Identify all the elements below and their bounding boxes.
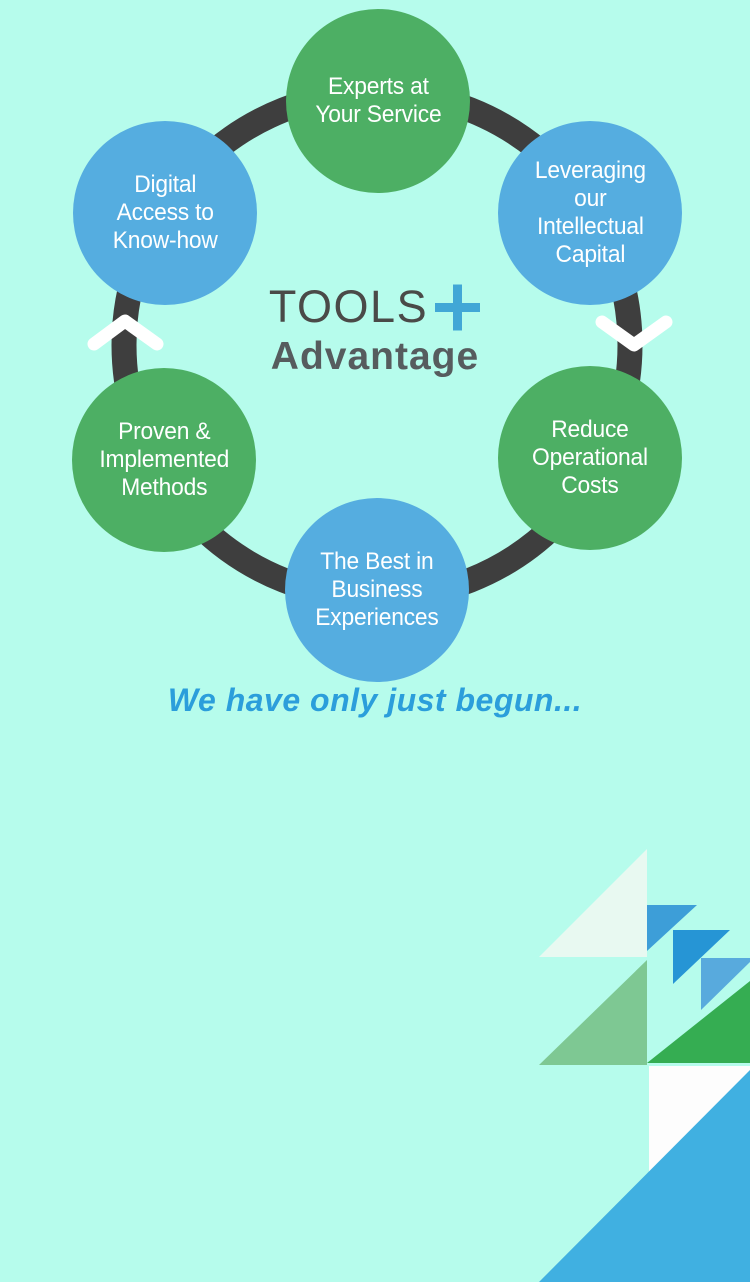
- node-label: The Best in Business Experiences: [315, 548, 439, 632]
- node-label-line: Experts at: [327, 73, 429, 100]
- triangle-blue-big: [539, 1070, 750, 1282]
- triangle-blue-small-3: [701, 958, 750, 1010]
- node-label-line: Know-how: [112, 227, 218, 254]
- center-title: TOOLS: [268, 281, 429, 332]
- node-label-line: Your Service: [314, 101, 442, 128]
- node-digital-access-to-know-how: Digital Access to Know-how: [73, 121, 257, 305]
- triangle-pale: [539, 849, 647, 957]
- plus-icon: [435, 284, 481, 331]
- node-label-line: Costs: [561, 472, 619, 499]
- triangle-blue-small-2: [673, 930, 730, 984]
- node-label-line: Capital: [555, 241, 625, 268]
- node-label: Leveraging our Intellectual Capital: [535, 157, 646, 269]
- node-label: Digital Access to Know-how: [113, 171, 218, 255]
- node-leveraging-our-intellectual-capital: Leveraging our Intellectual Capital: [498, 121, 682, 305]
- brand-row: TOOLS: [269, 281, 481, 332]
- node-proven-implemented-methods: Proven & Implemented Methods: [72, 368, 256, 552]
- node-label-line: Business: [331, 576, 423, 603]
- corner-decoration: [539, 849, 750, 1282]
- node-label-line: Leveraging: [534, 157, 646, 184]
- node-reduce-operational-costs: Reduce Operational Costs: [498, 366, 682, 550]
- triangle-blue-small-1: [647, 905, 697, 951]
- node-label-line: Operational: [532, 444, 648, 471]
- center-subtitle: Advantage: [270, 335, 480, 378]
- node-label-line: The Best in: [320, 548, 434, 575]
- node-best-in-business-experiences: The Best in Business Experiences: [285, 498, 469, 682]
- node-label: Proven & Implemented Methods: [99, 418, 229, 502]
- node-label-line: Intellectual: [536, 213, 644, 240]
- node-label-line: Reduce: [551, 416, 629, 443]
- triangle-white: [649, 1066, 750, 1172]
- node-label-line: Implemented: [99, 446, 229, 473]
- node-experts-at-your-service: Experts at Your Service: [286, 9, 470, 193]
- node-label-line: Experiences: [315, 604, 439, 631]
- node-label: Experts at Your Service: [315, 73, 441, 129]
- node-label-line: our: [573, 185, 607, 212]
- node-label-line: Access to: [116, 199, 214, 226]
- node-label: Reduce Operational Costs: [532, 416, 648, 500]
- center-lockup: TOOLS Advantage: [0, 281, 750, 379]
- node-label-line: Proven &: [117, 418, 211, 445]
- tagline: We have only just begun...: [167, 682, 583, 718]
- triangle-green-light: [539, 960, 647, 1065]
- triangle-green-dark: [647, 981, 750, 1063]
- node-label-line: Methods: [120, 474, 208, 501]
- node-label-line: Digital: [133, 171, 197, 198]
